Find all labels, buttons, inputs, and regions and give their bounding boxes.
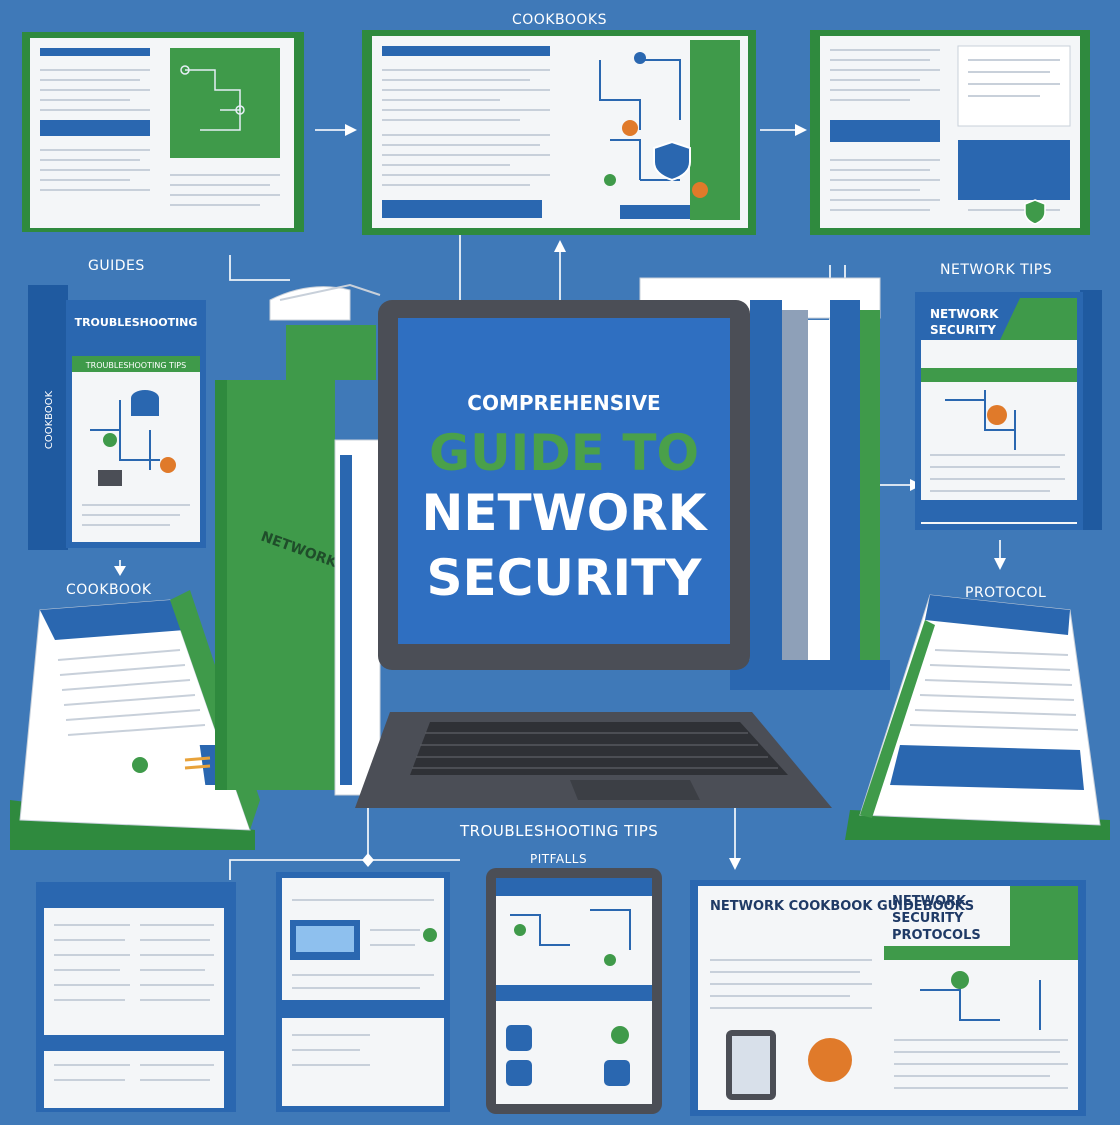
- laptop[interactable]: COMPREHENSIVE GUIDE TO NETWORK SECURITY: [355, 300, 832, 808]
- bottom-left-book: [36, 882, 236, 1112]
- right-open-protocol-book: [845, 594, 1110, 840]
- laptop-keyboard[interactable]: [410, 722, 788, 775]
- screen-line-guide-to: GUIDE TO: [429, 424, 699, 482]
- bottom-tablet: [486, 868, 662, 1114]
- laptop-touchpad[interactable]: [570, 780, 700, 800]
- bottom-right-title-line1: NETWORK: [892, 894, 967, 909]
- right-book-title-line2: SECURITY: [930, 323, 996, 337]
- bottom-right-open-book: NETWORK COOKBOOK GUIDEBOOKS NETWORK SECU…: [690, 880, 1086, 1116]
- label-network-tips: NETWORK TIPS: [940, 262, 1053, 278]
- laptop-screen: [398, 318, 730, 644]
- right-book-title-line1: NETWORK: [930, 307, 999, 321]
- label-pitfalls: PITFALLS: [530, 852, 588, 866]
- right-network-security-book: NETWORK SECURITY: [915, 290, 1102, 530]
- left-guide-title: TROUBLESHOOTING: [75, 316, 198, 329]
- bottom-right-title-line3: PROTOCOLS: [892, 928, 981, 943]
- bottom-center-left-page: [276, 872, 450, 1112]
- screen-line-network: NETWORK: [421, 484, 708, 542]
- left-guide-subtitle: TROUBLESHOOTING TIPS: [85, 361, 186, 370]
- screen-line-comprehensive: COMPREHENSIVE: [467, 391, 660, 415]
- arrow-heads: [114, 124, 1006, 870]
- screen-line-security: SECURITY: [427, 549, 703, 607]
- label-protocol: PROTOCOL: [965, 585, 1047, 601]
- bottom-right-title-line2: SECURITY: [892, 911, 964, 926]
- label-troubleshooting-tips: TROUBLESHOOTING TIPS: [460, 822, 659, 840]
- label-cookbooks: COOKBOOKS: [512, 12, 607, 28]
- label-cookbook: COOKBOOK: [66, 582, 152, 598]
- top-center-open-book: [362, 30, 756, 235]
- top-left-open-book: [22, 32, 304, 232]
- left-guide-spine: COOKBOOK: [44, 390, 55, 449]
- left-guide-book: TROUBLESHOOTING TROUBLESHOOTING TIPS COO…: [28, 285, 206, 550]
- top-right-open-book: [810, 30, 1090, 235]
- bottom-right-left-title: NETWORK COOKBOOK GUIDEBOOKS: [710, 899, 974, 914]
- label-guides: GUIDES: [88, 258, 145, 274]
